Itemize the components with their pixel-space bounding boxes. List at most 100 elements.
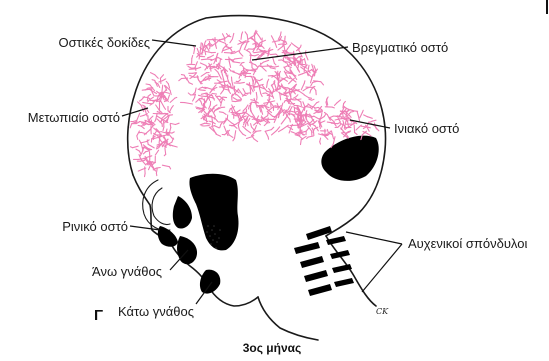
bony-trabecula <box>303 102 305 107</box>
mandible-dark <box>200 270 220 294</box>
cervical-vertebrae <box>294 226 354 296</box>
bony-trabecula <box>141 126 144 128</box>
bony-trabecula <box>362 110 363 112</box>
bony-trabecula <box>172 138 173 142</box>
bony-trabecula <box>299 74 303 76</box>
maxilla-dark <box>177 236 197 264</box>
bony-trabecula <box>214 61 215 64</box>
bony-trabecula <box>156 168 160 169</box>
bony-trabecula <box>338 117 344 118</box>
bony-trabecula <box>288 45 291 49</box>
bony-trabecula <box>206 46 209 51</box>
bony-trabecula <box>212 94 216 95</box>
bony-trabecula <box>156 169 157 174</box>
bony-trabecula <box>280 94 281 100</box>
bony-trabecula <box>278 107 279 109</box>
bony-trabecula <box>254 34 255 40</box>
bony-trabecula <box>251 69 255 70</box>
bony-trabecula <box>170 90 171 94</box>
bony-trabecula <box>195 62 197 68</box>
bony-trabecula <box>249 83 250 90</box>
vertebra <box>326 236 346 245</box>
bony-trabecula <box>338 122 341 123</box>
bony-trabecula <box>275 43 277 48</box>
bony-trabecula <box>321 121 325 123</box>
bony-trabecula <box>240 98 242 100</box>
bony-trabecula <box>172 106 174 108</box>
bony-trabecula <box>145 174 146 177</box>
bony-trabecula <box>188 93 190 95</box>
bony-trabecula <box>143 152 145 154</box>
vertebra <box>332 264 352 273</box>
bony-trabecula <box>168 84 169 88</box>
bony-trabecula <box>276 54 278 56</box>
bony-trabecula <box>152 80 155 81</box>
bony-trabecula <box>271 54 276 55</box>
bony-trabecula <box>221 103 222 106</box>
bony-trabecula <box>281 78 283 79</box>
bony-trabecula <box>325 136 328 139</box>
vertebra <box>330 250 350 259</box>
vertebra <box>334 278 354 287</box>
bony-trabecula <box>141 159 146 165</box>
bony-trabecula <box>137 113 140 120</box>
bony-trabecula <box>221 90 224 94</box>
bony-trabecula <box>148 144 154 148</box>
bony-trabecula <box>175 97 177 98</box>
bony-trabecula <box>205 123 211 124</box>
bony-trabecula <box>130 124 132 128</box>
bony-trabecula <box>205 112 207 114</box>
bony-trabecula <box>232 33 233 39</box>
bony-trabecula <box>172 146 177 147</box>
bony-trabecula <box>304 95 309 98</box>
bony-trabecula <box>235 58 243 59</box>
bony-trabecula <box>131 147 133 148</box>
bony-trabecula <box>137 136 138 140</box>
bony-trabecula <box>146 84 150 85</box>
bony-trabecula <box>314 66 316 71</box>
bony-trabecula <box>209 98 210 101</box>
bony-trabecula <box>368 128 370 131</box>
bony-trabecula <box>152 92 154 95</box>
bony-trabecula <box>155 152 157 155</box>
bony-trabecula <box>160 92 165 93</box>
label-occipital-bone: Ινιακό οστό <box>394 121 459 136</box>
bony-trabecula <box>151 73 155 75</box>
vertebra <box>308 284 332 296</box>
bony-trabecula <box>304 81 305 84</box>
bony-trabecula <box>158 84 160 87</box>
bony-trabecula <box>284 71 288 77</box>
bony-trabecula <box>218 72 221 79</box>
bony-trabecula <box>222 48 224 52</box>
bony-trabecula <box>301 45 302 47</box>
bony-trabecula <box>260 38 261 40</box>
bony-trabecula <box>302 131 306 132</box>
bony-trabecula <box>290 106 292 110</box>
bony-trabecula <box>225 73 227 74</box>
bony-trabecula <box>235 131 236 139</box>
bony-trabecula <box>279 71 281 73</box>
bony-trabecula <box>351 112 354 113</box>
bony-trabecula <box>133 146 139 148</box>
bony-trabecula <box>291 63 293 64</box>
bony-trabecula <box>320 124 321 128</box>
bony-trabecula <box>280 32 281 36</box>
bony-trabecula <box>215 69 218 72</box>
bony-trabecula <box>197 109 200 110</box>
bony-trabecula <box>251 124 252 127</box>
bony-trabecula <box>138 102 142 105</box>
bony-trabecula <box>205 41 206 43</box>
bony-trabecula <box>308 65 309 70</box>
label-nasal-bone: Ρινικό οστό <box>62 219 128 234</box>
bony-trabecula <box>202 96 206 97</box>
bony-trabecula <box>304 59 306 65</box>
bony-trabecula <box>233 138 235 140</box>
bony-trabecula <box>138 125 141 126</box>
bony-trabecula <box>168 95 170 100</box>
bony-trabecula <box>214 126 219 128</box>
bony-trabecula <box>289 80 293 84</box>
bony-trabecula <box>205 67 207 70</box>
bony-trabecula <box>221 99 222 103</box>
bony-trabecula <box>291 132 293 133</box>
